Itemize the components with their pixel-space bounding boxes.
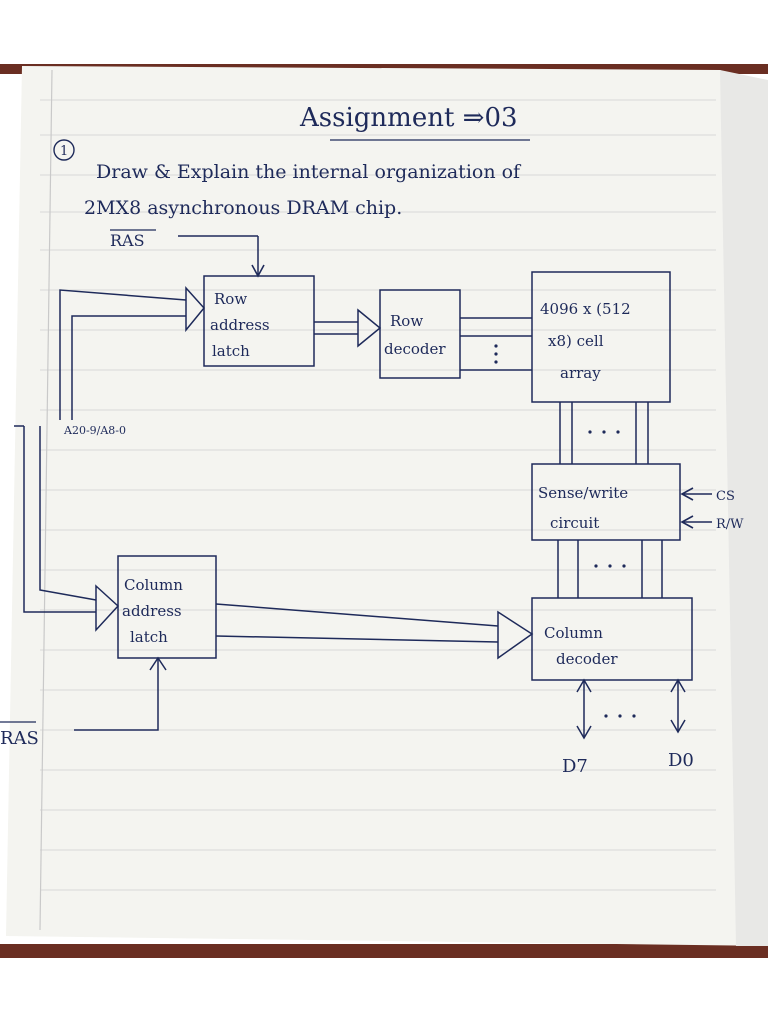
column-latch-line-3: latch (130, 628, 168, 646)
page-title: Assignment ⇒03 (299, 103, 518, 133)
cell-array-box (531, 271, 671, 403)
margin-line (39, 69, 53, 931)
column-decoder-box (531, 597, 693, 681)
cell-array-line-2: x8) cell (548, 332, 604, 350)
row-latch-input-arrowhead (185, 286, 205, 333)
address-bus-to-row-latch-inner (71, 315, 186, 420)
row-decoder-input-arrowhead (357, 308, 382, 348)
cell-array-label: 4096 x (512 x8) cell array (540, 300, 631, 382)
dram-diagram (14, 235, 712, 740)
sense-write-line-1: Sense/write (538, 484, 628, 502)
address-bus-to-column-latch-inner (14, 425, 96, 613)
sense-write-box (531, 463, 681, 541)
column-decoder-line-2: decoder (556, 650, 618, 668)
cs-label: CS (716, 489, 735, 504)
column-latch-line-2: address (122, 602, 182, 620)
sense-write-line-2: circuit (550, 514, 599, 532)
question-line-2: 2MX8 asynchronous DRAM chip. (84, 197, 402, 219)
cell-array-line-1: 4096 x (512 (540, 300, 631, 318)
d0-arrow-up (670, 678, 686, 693)
question-number: 1 (60, 144, 68, 159)
question-line-1: Draw & Explain the internal organization… (96, 161, 522, 183)
ras-label: RAS (110, 231, 145, 250)
d0-arrow-down (670, 719, 686, 734)
column-address-latch-label: Column address latch (122, 576, 183, 646)
column-decoder-input-arrowhead (497, 610, 534, 660)
address-bus-label: A20-9/A8-0 (63, 424, 126, 437)
cas-arrowhead (149, 656, 167, 671)
row-latch-line-2: address (210, 316, 270, 334)
column-latch-to-decoder-a (215, 603, 499, 627)
row-address-latch-box (203, 275, 315, 367)
row-decoder-line-1: Row (390, 312, 423, 330)
continuation-dots (494, 344, 636, 718)
row-decoder-line-2: decoder (384, 340, 446, 358)
row-latch-line-3: latch (212, 342, 250, 360)
row-decoder-label: Row decoder (384, 312, 446, 358)
table-strip-bottom (0, 944, 768, 958)
question-number-circle (53, 139, 75, 161)
column-latch-input-arrowhead (95, 584, 120, 632)
d7-label: D7 (562, 756, 588, 777)
cas-label: RAS (0, 728, 39, 749)
cas-line (74, 658, 159, 731)
column-decoder-line-1: Column (544, 624, 603, 642)
rw-label: R/W (716, 517, 744, 532)
cell-array-line-3: array (560, 364, 601, 382)
address-bus-to-row-latch (59, 289, 187, 420)
sense-write-label: Sense/write circuit (538, 484, 628, 532)
row-latch-line-1: Row (214, 290, 247, 308)
column-decoder-label: Column decoder (544, 624, 618, 668)
d0-label: D0 (668, 750, 694, 771)
column-latch-line-1: Column (124, 576, 183, 594)
row-decoder-box (379, 289, 461, 379)
page-curl-right (720, 70, 768, 946)
d7-arrow-up (576, 678, 592, 693)
column-latch-to-decoder-b (215, 635, 499, 643)
row-address-latch-label: Row address latch (210, 290, 270, 360)
address-bus-to-column-latch (39, 426, 97, 601)
d7-arrow-down (576, 725, 592, 740)
